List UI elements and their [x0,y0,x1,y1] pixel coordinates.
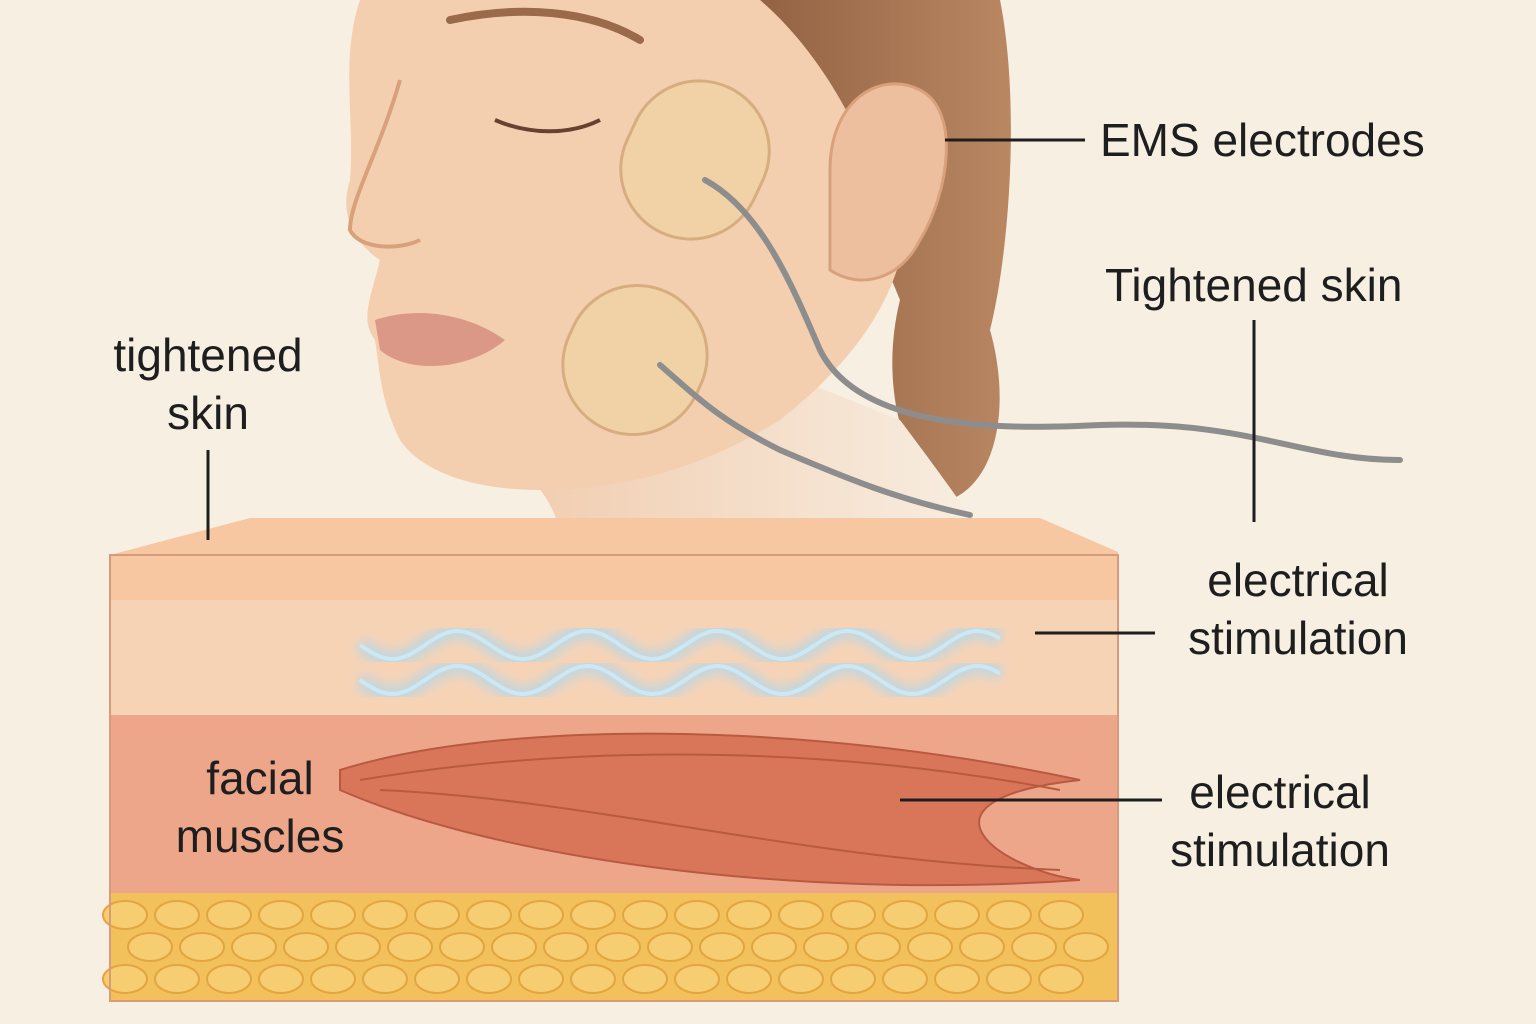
dermis-layer [110,600,1118,715]
label-line: stimulation [1188,612,1408,664]
fat-cell [934,900,980,930]
label-line: tightened [113,329,303,381]
label-tightened-skin-left: tightened skin [90,326,326,442]
fat-cell [387,932,433,962]
label-electrical-stimulation-upper: electrical stimulation [1160,551,1436,667]
lips [375,312,505,367]
fat-cell [518,900,564,930]
fat-cell [726,900,772,930]
fat-cell [907,932,953,962]
fat-cell [855,932,901,962]
fat-cell [179,932,225,962]
fat-cell [986,964,1032,994]
label-line: stimulation [1170,824,1390,876]
fat-cell [622,900,668,930]
label-electrical-stimulation-lower: electrical stimulation [1142,763,1418,879]
fat-cell [518,964,564,994]
wire-upper [702,177,1403,463]
fat-cell [206,964,252,994]
fat-cell [595,932,641,962]
fat-cell [543,932,589,962]
fat-cell [231,932,277,962]
ear [828,82,948,282]
fat-cell [466,900,512,930]
fat-cell [258,900,304,930]
fat-cell [674,900,720,930]
fat-cell [1038,900,1084,930]
fat-cell [726,964,772,994]
fat-cell [622,964,668,994]
fat-cell [778,900,824,930]
label-line: muscles [175,810,345,862]
fat-cell [778,964,824,994]
fat-cell [466,964,512,994]
label-line: facial [206,752,314,804]
fat-cell [674,964,720,994]
fat-cell [102,964,148,994]
label-line: electrical [1189,766,1371,818]
fat-cell [258,964,304,994]
fat-cell [283,932,329,962]
wire-lower [657,362,973,518]
facial-muscle [339,732,1081,887]
fat-cell [335,932,381,962]
label-tightened-skin-right: Tightened skin [1105,259,1403,311]
fat-cell [647,932,693,962]
fat-cell [310,900,356,930]
fat-cell [934,964,980,994]
fat-cell [751,932,797,962]
fat-cell [830,964,876,994]
neck [520,380,1000,560]
fat-cell [362,900,408,930]
fat-cell [570,964,616,994]
fat-cell [699,932,745,962]
fat-cell [882,964,928,994]
fat-cell [1063,932,1109,962]
fat-cell [102,900,148,930]
fat-cell [570,900,616,930]
eyebrow [446,7,644,44]
muscle-fibers [359,753,1061,871]
fat-cell [830,900,876,930]
fat-cell [154,900,200,930]
fat-cell [491,932,537,962]
fat-cell [439,932,485,962]
label-line: electrical [1207,554,1389,606]
fat-cell [882,900,928,930]
fat-cell [1011,932,1057,962]
closed-eye [494,118,601,134]
fat-cells [102,900,1109,994]
skin-block-outline [109,554,1119,1002]
label-line: skin [167,387,249,439]
fat-cell [959,932,1005,962]
fat-cell [1038,964,1084,994]
fat-cell [154,964,200,994]
label-ems-electrodes: EMS electrodes [1100,114,1425,166]
fat-cell [206,900,252,930]
fat-cell [803,932,849,962]
epidermis-layer [110,518,1118,610]
fat-cell [986,900,1032,930]
stimulation-waves [356,623,1004,702]
nose [347,79,421,249]
label-facial-muscles: facial muscles [150,749,370,865]
fat-cell [414,900,460,930]
fat-cell [362,964,408,994]
electrode-lower [561,283,709,437]
fat-cell [127,932,173,962]
fat-cell [414,964,460,994]
fat-cell [310,964,356,994]
